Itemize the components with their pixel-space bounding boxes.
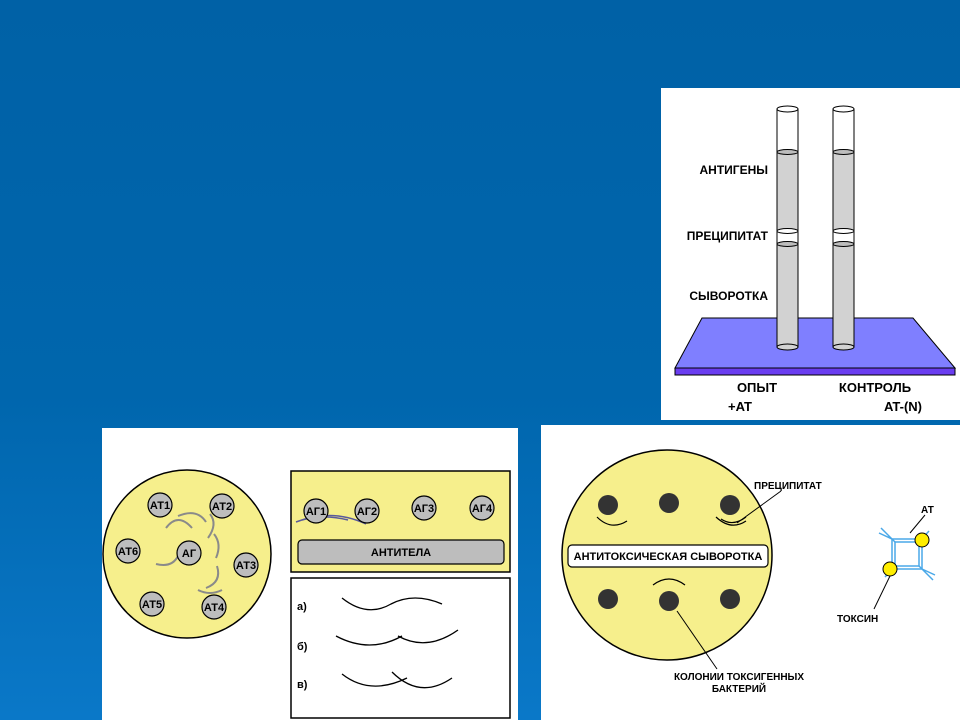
experiment-label: ОПЫТ xyxy=(737,380,777,395)
pattern-label-c: в) xyxy=(297,679,308,691)
well-label: АТ6 xyxy=(118,546,138,558)
tube-precipitation-panel: АНТИГЕНЫ ПРЕЦИПИТАТ СЫВОРОТКА ОПЫТ +AT К… xyxy=(661,88,960,420)
well-label: АТ2 xyxy=(212,501,232,513)
colonies-label-line2: БАКТЕРИЙ xyxy=(712,682,766,695)
precipitate-pointer xyxy=(736,490,782,524)
antibody-strip xyxy=(297,539,505,565)
antigens-label: АНТИГЕНЫ xyxy=(699,163,768,177)
immunodiffusion-panel: АТ1 АТ2 АТ6 АГ АТ3 АТ5 АТ4 АГ1 АГ2 АГ3 А… xyxy=(102,428,518,720)
toxin-label: ТОКСИН xyxy=(837,614,878,625)
precipitation-arcs xyxy=(155,512,223,594)
precipitate-label: ПРЕЦИПИТАТ xyxy=(754,481,822,492)
platform xyxy=(674,317,957,369)
serum-label: СЫВОРОТКА xyxy=(689,289,768,303)
precipitate-label: ПРЕЦИПИТАТ xyxy=(687,229,769,243)
immunodiffusion-diagram: АТ1 АТ2 АТ6 АГ АТ3 АТ5 АТ4 АГ1 АГ2 АГ3 А… xyxy=(102,469,511,719)
antigen-well-label: АГ2 xyxy=(357,506,377,518)
antigen-well-label: АГ3 xyxy=(414,503,434,515)
antigen-well-label: АГ4 xyxy=(472,503,493,515)
toxin-pointer xyxy=(873,575,891,610)
antitoxin-strip xyxy=(567,544,769,568)
antigen-well-label: АГ1 xyxy=(306,506,326,518)
antigen-wells xyxy=(303,495,495,524)
pattern-label-a: а) xyxy=(297,601,307,613)
at-pointer xyxy=(909,514,926,534)
well-label: АГ xyxy=(182,548,197,560)
antitoxin-label: АНТИТОКСИЧЕСКАЯ СЫВОРОТКА xyxy=(574,551,763,563)
platform-edge xyxy=(674,367,956,376)
antibodies-label: АНТИТЕЛА xyxy=(371,547,431,559)
antibody-marker xyxy=(914,532,930,548)
pattern-label-b: б) xyxy=(297,641,308,653)
precipitation-lines xyxy=(596,516,747,586)
at-label: АТ xyxy=(921,505,934,516)
wells xyxy=(115,492,259,620)
elek-test-diagram: АНТИТОКСИЧЕСКАЯ СЫВОРОТКА ПРЕЦИПИТАТ КОЛ… xyxy=(561,449,936,695)
well-label: АТ5 xyxy=(142,599,162,611)
colonies-label-line1: КОЛОНИИ ТОКСИГЕННЫХ xyxy=(674,672,804,683)
bacterial-colonies xyxy=(598,493,740,611)
well-label: АТ4 xyxy=(204,602,225,614)
patterns-box xyxy=(290,577,511,719)
control-label: КОНТРОЛЬ xyxy=(839,380,911,395)
colonies-pointer xyxy=(676,610,718,670)
experiment-sublabel: +AT xyxy=(728,399,752,414)
pattern-lines xyxy=(335,597,459,689)
well-label: АТ3 xyxy=(236,560,256,572)
elek-test-panel: АНТИТОКСИЧЕСКАЯ СЫВОРОТКА ПРЕЦИПИТАТ КОЛ… xyxy=(541,425,960,720)
control-sublabel: AT-(N) xyxy=(884,399,922,414)
experiment-tube xyxy=(776,105,799,351)
toxin-marker xyxy=(882,561,898,577)
well-label: АТ1 xyxy=(150,500,170,512)
control-tube xyxy=(832,105,855,351)
tube-diagram: АНТИГЕНЫ ПРЕЦИПИТАТ СЫВОРОТКА ОПЫТ +AT К… xyxy=(674,105,957,414)
